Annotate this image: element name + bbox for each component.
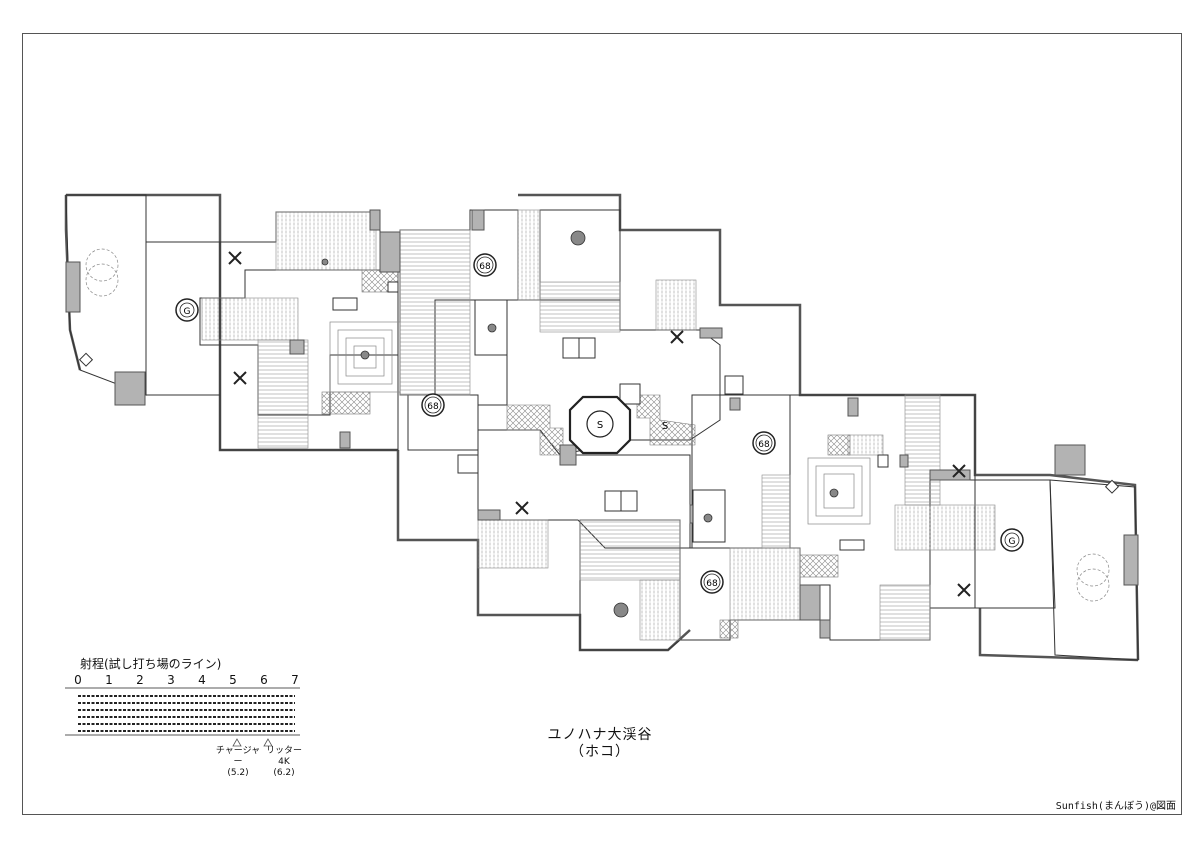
- grate-marker: 68: [752, 431, 776, 455]
- range-tick: 3: [167, 673, 175, 687]
- x-markers: [228, 251, 971, 597]
- map-sheet: [22, 33, 1182, 815]
- grate-marker: 68: [700, 570, 724, 594]
- spawn-label: S: [597, 420, 603, 431]
- grate-label: 68: [427, 402, 439, 412]
- grate-marker: 68: [473, 253, 497, 277]
- blocks: [65, 209, 1139, 639]
- weapon-liter: リッター4K (6.2): [262, 746, 306, 779]
- range-scale-bars: [65, 687, 300, 736]
- range-scale-title: 射程(試し打ち場のライン): [80, 657, 222, 671]
- goal-label: G: [1009, 537, 1016, 547]
- dots: [321, 230, 839, 618]
- goal-marker: G: [175, 298, 199, 322]
- grate-marker: 68: [421, 393, 445, 417]
- crosshatch-areas: [321, 269, 851, 639]
- weapon-charger: チャージャー (5.2): [212, 746, 264, 779]
- range-tick: 4: [198, 673, 206, 687]
- range-tick: 2: [136, 673, 144, 687]
- range-tick: 6: [260, 673, 268, 687]
- grate-markers: 68 68 68 68: [421, 253, 776, 594]
- ramps: [201, 209, 996, 641]
- map-title: ユノハナ大渓谷: [547, 727, 653, 743]
- spawn-markers: S S: [586, 410, 668, 438]
- map-mode: （ホコ）: [570, 744, 630, 760]
- pyramids: [329, 321, 871, 525]
- weapon-range: (6.2): [273, 768, 295, 778]
- weapon-name: チャージャー: [215, 746, 261, 767]
- base-rings: [85, 248, 1110, 602]
- goal-markers: G G: [175, 298, 1024, 552]
- weapon-range: (5.2): [227, 768, 249, 778]
- spawn-label: S: [662, 421, 668, 432]
- base-diamonds: [78, 352, 1120, 494]
- goal-marker: G: [1000, 528, 1024, 552]
- grate-label: 68: [706, 579, 718, 589]
- grate-label: 68: [758, 440, 770, 450]
- small-boxes: [332, 281, 889, 551]
- range-tick: 5: [229, 673, 237, 687]
- grate-label: 68: [479, 262, 491, 272]
- credit: Sunfish(まんぼう)@図面: [1055, 801, 1176, 812]
- weapon-name: リッター4K: [265, 746, 302, 767]
- range-tick: 1: [105, 673, 113, 687]
- range-tick: 7: [291, 673, 299, 687]
- range-tick: 0: [74, 673, 82, 687]
- goal-label: G: [184, 307, 191, 317]
- weapon-range-markers: [232, 738, 273, 747]
